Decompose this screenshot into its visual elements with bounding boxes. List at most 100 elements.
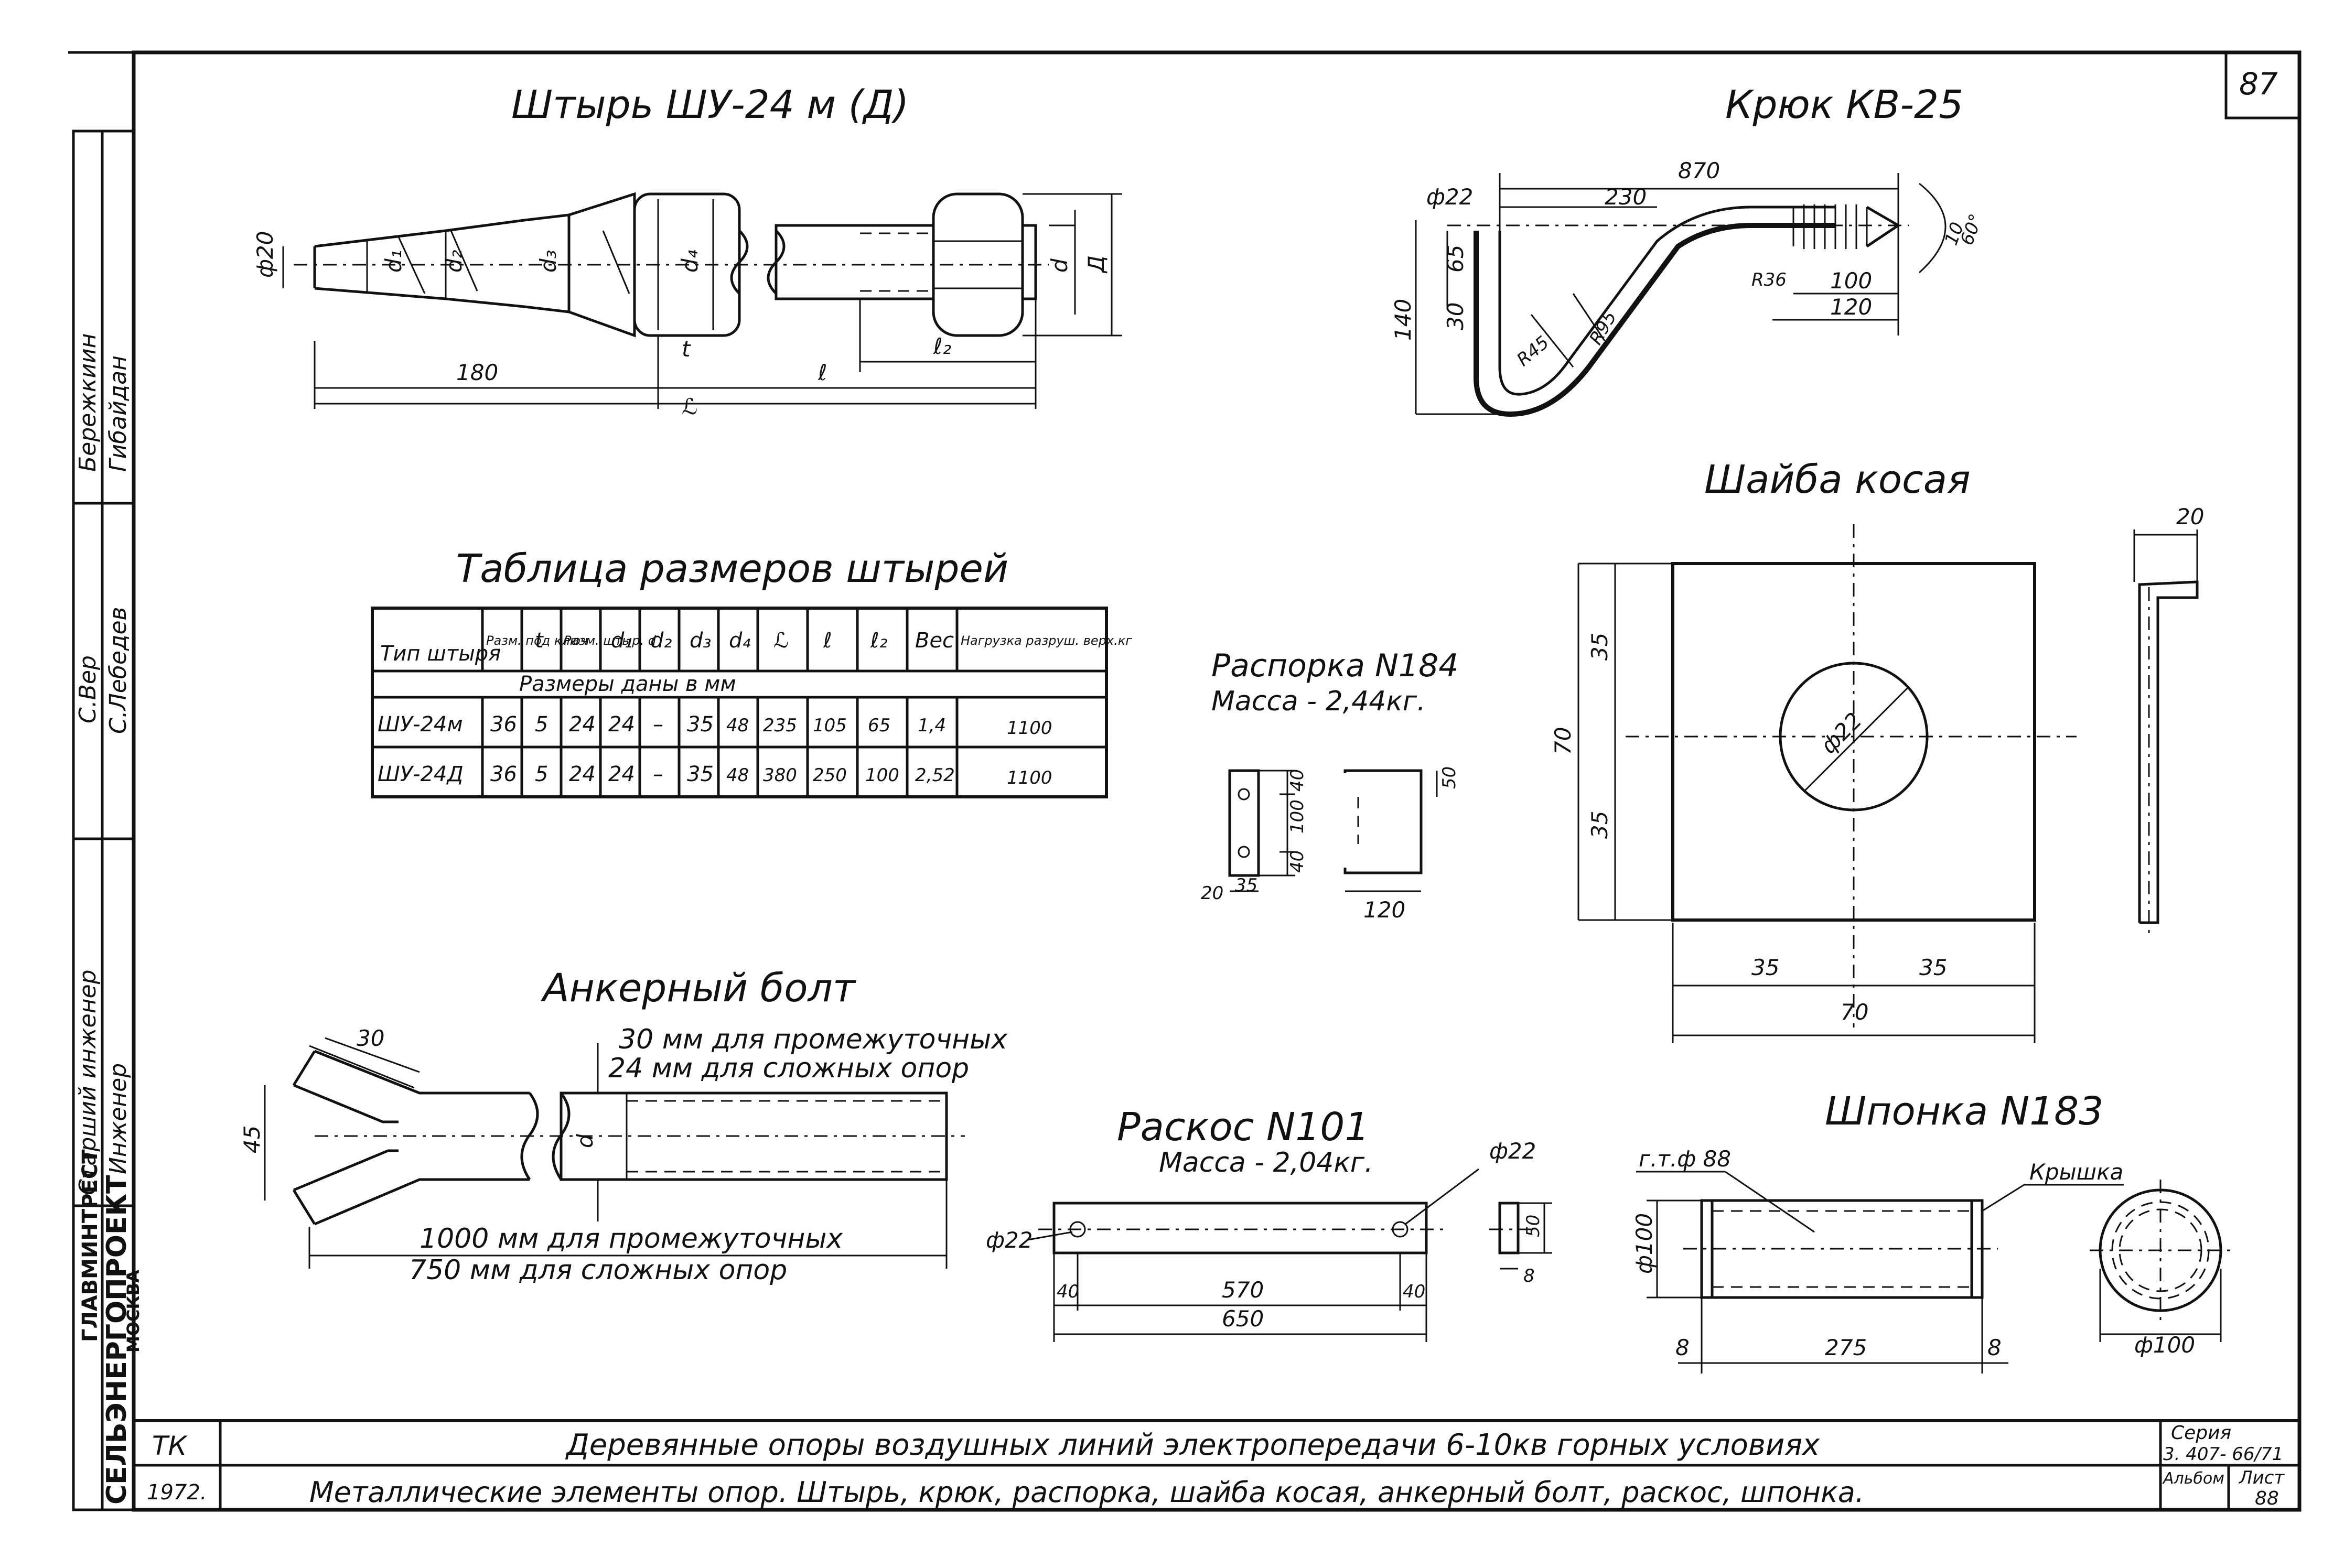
th-l: ℓ bbox=[823, 629, 832, 653]
hook-dim-65: 65 bbox=[1443, 245, 1468, 273]
spacer-title: Распорка N184 bbox=[1211, 647, 1458, 684]
anchor-dim-d: d bbox=[572, 1134, 598, 1148]
pin-drawing: Штырь ШУ-24 м (Д) bbox=[252, 82, 1122, 419]
brace-dim-phi22b: ф22 bbox=[1489, 1138, 1536, 1164]
cell-L: 380 bbox=[763, 765, 797, 786]
washer-dim-70h: 70 bbox=[1841, 999, 1868, 1025]
th-d2: d₂ bbox=[650, 629, 672, 653]
spacer-dim-35: 35 bbox=[1235, 875, 1257, 896]
sheet-number: 87 bbox=[2239, 66, 2278, 102]
washer-dim-phi22: ф22 bbox=[1815, 707, 1867, 759]
brace-dim-phi22a: ф22 bbox=[986, 1227, 1033, 1253]
th-weight: Вес bbox=[915, 629, 954, 653]
th-l2: ℓ₂ bbox=[870, 629, 888, 653]
cell-key: 36 bbox=[490, 712, 517, 737]
pin-dim-d2: d₂ bbox=[441, 250, 467, 273]
cell-load: 1100 bbox=[1007, 767, 1052, 788]
stamp-name2: С.Лебедев bbox=[105, 607, 132, 734]
th-key: Разм. под ключ bbox=[486, 633, 588, 648]
pin-dim-L: ℒ bbox=[682, 394, 697, 419]
spacer-dim-40b: 40 bbox=[1287, 850, 1308, 873]
cell-key: 36 bbox=[490, 762, 517, 786]
cell-weight: 2,52 bbox=[915, 765, 955, 786]
cell-type: ШУ-24м bbox=[378, 712, 463, 737]
side-stamp: ГЛАВМИНТРЕСТ СЕЛЬЭНЕРГОПРОЕКТ МОСКВА Ста… bbox=[74, 333, 143, 1505]
brace-dim-650: 650 bbox=[1222, 1306, 1264, 1332]
key-drawing: Шпонка N183 г.т.ф 88 Крышка ф100 8 275 8… bbox=[1631, 1089, 2231, 1374]
washer-title: Шайба косая bbox=[1704, 457, 1971, 502]
hook-dim-140: 140 bbox=[1390, 299, 1416, 341]
key-dim-phi100a: ф100 bbox=[1631, 1213, 1657, 1274]
hook-dim-120: 120 bbox=[1830, 294, 1872, 320]
cell-type: ШУ-24Д bbox=[378, 762, 464, 786]
anchor-dim-45: 45 bbox=[239, 1126, 265, 1153]
stamp-org-line2: СЕЛЬЭНЕРГОПРОЕКТ bbox=[101, 1175, 133, 1505]
hook-dim-100: 100 bbox=[1830, 268, 1872, 294]
th-d3: d₃ bbox=[690, 629, 711, 653]
th-load: Нагрузка разруш. верх.кг bbox=[961, 633, 1132, 648]
cell-d3: 35 bbox=[687, 762, 714, 786]
hook-drawing: Крюк КВ-25 ф22 870 230 65 140 30 R45 R95 bbox=[1390, 82, 1987, 417]
pin-size-table: Таблица размеров штырей Тип штыря Разм. … bbox=[371, 546, 1132, 798]
brace-dim-40a: 40 bbox=[1057, 1281, 1079, 1302]
cell-d4: 48 bbox=[726, 765, 749, 786]
brace-dim-50: 50 bbox=[1523, 1215, 1544, 1237]
anchor-dim-30: 30 bbox=[357, 1025, 384, 1051]
cell-d: 24 bbox=[569, 762, 596, 786]
hook-dim-60: 60° bbox=[1956, 211, 1987, 248]
brace-title: Раскос N101 bbox=[1117, 1105, 1369, 1150]
th-d1: d₁ bbox=[611, 629, 632, 653]
stamp-org-line1: ГЛАВМИНТРЕСТ bbox=[78, 1149, 102, 1342]
pin-dim-d3: d₃ bbox=[535, 250, 561, 273]
pin-dim-D: Д bbox=[1083, 255, 1109, 274]
spacer-drawing: Распорка N184 Масса - 2,44кг. 40 100 40 … bbox=[1201, 647, 1460, 923]
cell-weight: 1,4 bbox=[918, 715, 946, 736]
anchor-len2: 750 мм для сложных опор bbox=[409, 1255, 787, 1286]
pin-dim-180: 180 bbox=[456, 360, 498, 385]
stamp-name4: Гибайдан bbox=[105, 355, 132, 472]
cell-d2: – bbox=[653, 762, 663, 786]
pin-dim-t: t bbox=[682, 336, 691, 362]
pin-dim-d20: ф20 bbox=[252, 231, 278, 278]
key-dim-275: 275 bbox=[1825, 1335, 1867, 1360]
washer-dim-20: 20 bbox=[2176, 504, 2204, 529]
cell-d1: 24 bbox=[608, 712, 635, 737]
th-type: Тип штыря bbox=[380, 642, 501, 666]
pin-dim-d1: d₁ bbox=[381, 250, 406, 273]
tb-code: ТК bbox=[152, 1431, 188, 1461]
hook-dim-phi22: ф22 bbox=[1426, 184, 1473, 210]
key-dim-phi100b: ф100 bbox=[2134, 1332, 2195, 1358]
cell-t: 5 bbox=[535, 762, 548, 786]
tb-sheet-label: Лист bbox=[2238, 1467, 2285, 1488]
washer-drawing: Шайба косая ф22 35 70 35 35 35 70 20 bbox=[1550, 457, 2204, 1043]
stamp-name1: С.Вер bbox=[74, 655, 101, 723]
tb-line1: Деревянные опоры воздушных линий электро… bbox=[565, 1428, 1820, 1462]
brace-mass: Масса - 2,04кг. bbox=[1159, 1147, 1373, 1178]
hook-dim-30: 30 bbox=[1443, 302, 1468, 330]
brace-dim-570: 570 bbox=[1222, 1277, 1264, 1303]
th-d: Разм. штыр. d bbox=[564, 633, 657, 648]
key-title: Шпонка N183 bbox=[1825, 1089, 2103, 1134]
hook-dim-r45: R45 bbox=[1513, 332, 1553, 371]
table-row: ШУ-24Д 36 5 24 24 – 35 48 380 250 100 2,… bbox=[378, 762, 1052, 788]
pin-title: Штырь ШУ-24 м (Д) bbox=[511, 82, 909, 127]
cell-d1: 24 bbox=[608, 762, 635, 786]
brace-dim-8: 8 bbox=[1523, 1266, 1535, 1286]
cell-l: 105 bbox=[813, 715, 847, 736]
pin-dim-l: ℓ bbox=[818, 360, 827, 385]
tb-series: 3. 407- 66/71 bbox=[2163, 1444, 2283, 1465]
washer-dim-35d: 35 bbox=[1919, 955, 1947, 980]
cell-d: 24 bbox=[569, 712, 596, 737]
spacer-dim-20: 20 bbox=[1201, 883, 1223, 904]
hook-dim-870: 870 bbox=[1678, 158, 1720, 183]
cell-t: 5 bbox=[535, 712, 548, 737]
table-row: ШУ-24м 36 5 24 24 – 35 48 235 105 65 1,4… bbox=[378, 712, 1052, 739]
th-t: t bbox=[535, 629, 544, 653]
spacer-dim-120: 120 bbox=[1363, 897, 1405, 923]
tb-sheet: 88 bbox=[2255, 1488, 2279, 1509]
cell-load: 1100 bbox=[1007, 718, 1052, 739]
washer-dim-35c: 35 bbox=[1751, 955, 1779, 980]
cell-d3: 35 bbox=[687, 712, 714, 737]
hook-dim-230: 230 bbox=[1605, 184, 1647, 210]
